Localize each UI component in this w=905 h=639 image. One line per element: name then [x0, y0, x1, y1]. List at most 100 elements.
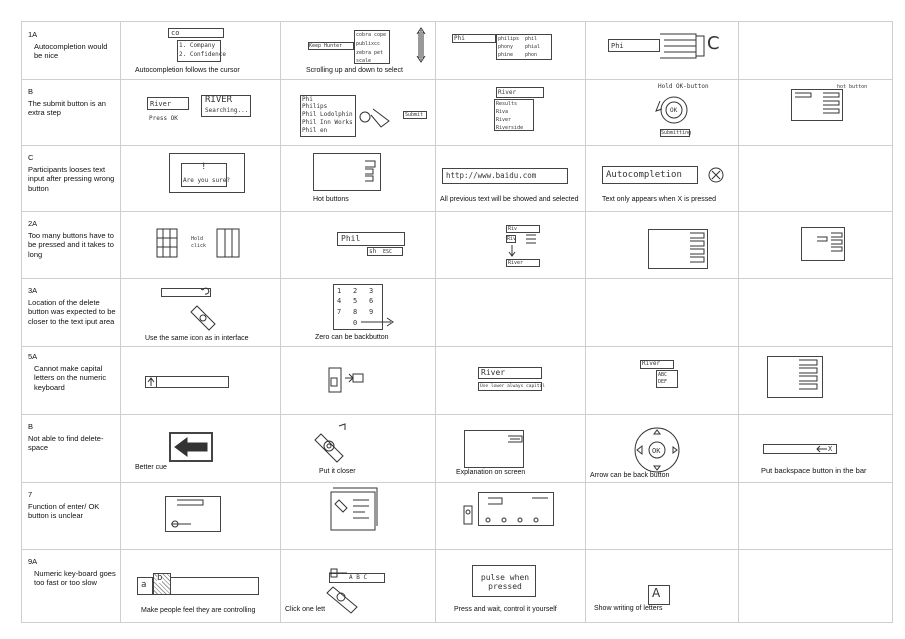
sketch-cell	[280, 482, 436, 549]
table-row: 2A Too many buttons have to be pressed an…	[22, 211, 892, 279]
key-label: 8	[353, 308, 358, 316]
sketch-cell: co 1. Company 2. Confidence Autocompleti…	[120, 22, 281, 79]
warning-icon: !	[201, 162, 207, 172]
key-label: 1	[337, 287, 342, 295]
sketch-text: a	[141, 580, 147, 590]
sketch-text: OK	[670, 107, 678, 114]
caption: Arrow can be back button	[590, 472, 670, 479]
sketch-cell: Phi philips phony phine phil phial phon	[435, 22, 586, 79]
sketch-text: publix	[356, 41, 375, 47]
sketch-text: pulse when pressed	[480, 573, 530, 591]
sketch-cell: River Results Riva River Riverside	[435, 79, 586, 145]
explanation-icon	[508, 435, 523, 443]
sketch-cell: OK Arrow can be back button	[585, 414, 739, 482]
sketch-text: Phi	[611, 42, 624, 50]
issue-id: B	[28, 87, 34, 96]
sketch-text: ESC	[383, 249, 393, 255]
sketch-text: cope	[374, 32, 387, 38]
sketch-input	[763, 444, 837, 454]
sketch-screen	[472, 565, 536, 597]
sketch-cell: hot button	[738, 79, 893, 145]
sketch-text: River	[508, 260, 524, 266]
sketch-cell: River ABC DEF	[585, 346, 739, 414]
issue-text: Location of the delete button was expect…	[28, 297, 116, 326]
sketch-cell: Phi C	[585, 22, 739, 79]
issue-text: Too many buttons have to be pressed and …	[28, 230, 114, 259]
caption: Make people feel they are controlling	[141, 607, 256, 614]
sketch-cell: Hold click	[120, 211, 281, 278]
caption: Better cue	[135, 464, 167, 471]
hot-buttons-icon	[365, 160, 376, 182]
sketch-text: http://www.baidu.com	[446, 171, 537, 180]
sketch-cell	[435, 482, 586, 549]
sketch-text: OK	[652, 447, 661, 455]
issue-text: Cannot make capital letters on the numer…	[34, 363, 107, 392]
sketch-text: Phil Inn Works	[302, 119, 353, 126]
sketch-cell: Put it closer	[280, 414, 436, 482]
hot-buttons-icon	[795, 92, 840, 114]
sketch-cell: River Use lower always capital	[435, 346, 586, 414]
sketch-input	[329, 573, 385, 583]
sketch-cell	[738, 22, 893, 79]
sketch-cell	[120, 346, 281, 414]
sketch-cell: Phi Philips Phil Lodolphin Phil Inn Work…	[280, 79, 436, 145]
sketch-text: ABC	[658, 372, 668, 378]
sketch-cell: Autocompletion Text only appears when X …	[585, 145, 739, 211]
sketch-text: A	[652, 586, 661, 600]
sketch-cell: Use the same icon as in interface	[120, 278, 281, 346]
sketch-text: Phi	[454, 35, 465, 42]
sketch-text: Searching...	[205, 107, 249, 114]
scroll-arrows-icon	[416, 27, 426, 63]
sketch-text: b	[157, 573, 163, 583]
remote-icon	[314, 423, 346, 463]
sketch-text: Press OK	[149, 115, 178, 122]
sketch-text: River	[481, 368, 506, 377]
issue-id: 2A	[28, 219, 38, 228]
sketch-text: phine	[498, 52, 514, 58]
caption: Use the same icon as in interface	[145, 335, 249, 342]
hot-buttons-icon	[817, 232, 843, 252]
caption: Autocompletion follows the cursor	[135, 67, 240, 74]
issue-id: B	[28, 422, 34, 431]
issue-text: Function of enter/ OK button is unclear	[28, 501, 100, 521]
sketch-text: Submitting	[661, 130, 692, 136]
issue-label-cell: 2A Too many buttons have to be pressed an…	[22, 211, 120, 278]
sketch-cell: Better cue	[120, 414, 281, 482]
issue-label-cell: 3A Location of the delete button was expe…	[22, 278, 120, 346]
sketch-text: River	[496, 117, 512, 123]
sketch-cell: X Put backspace button in the bar	[738, 414, 893, 482]
issue-id: 3A	[28, 286, 38, 295]
sketch-cell	[738, 549, 893, 622]
sketch-input	[640, 360, 674, 369]
sketch-text: co	[171, 29, 180, 37]
sketch-text: scale	[356, 58, 372, 64]
sketch-screen	[165, 496, 221, 532]
up-arrow-icon	[147, 377, 155, 386]
ok-dots-icon	[463, 497, 548, 525]
clear-x-icon	[708, 167, 724, 183]
key-label: 3	[369, 287, 374, 295]
sketch-text: Phil Lodolphin	[302, 111, 353, 118]
sketch-text: A B C	[349, 574, 368, 581]
caption: Put backspace button in the bar	[761, 466, 867, 475]
sketch-input	[337, 232, 405, 246]
caption: Zero can be backbutton	[315, 334, 389, 341]
sketch-text: click	[191, 243, 207, 249]
sketch-cell: pulse when pressed Press and wait, contr…	[435, 549, 586, 622]
ok-button-icon	[655, 96, 688, 124]
remote-icon	[326, 568, 358, 614]
sketch-cell	[585, 211, 739, 278]
sketch-text: Phil en	[302, 127, 328, 134]
sketch-dropdown	[177, 40, 221, 62]
sketch-input	[506, 259, 540, 267]
key-label: 2	[353, 287, 358, 295]
arrow-right-icon	[361, 317, 394, 327]
sketch-list	[354, 30, 390, 64]
